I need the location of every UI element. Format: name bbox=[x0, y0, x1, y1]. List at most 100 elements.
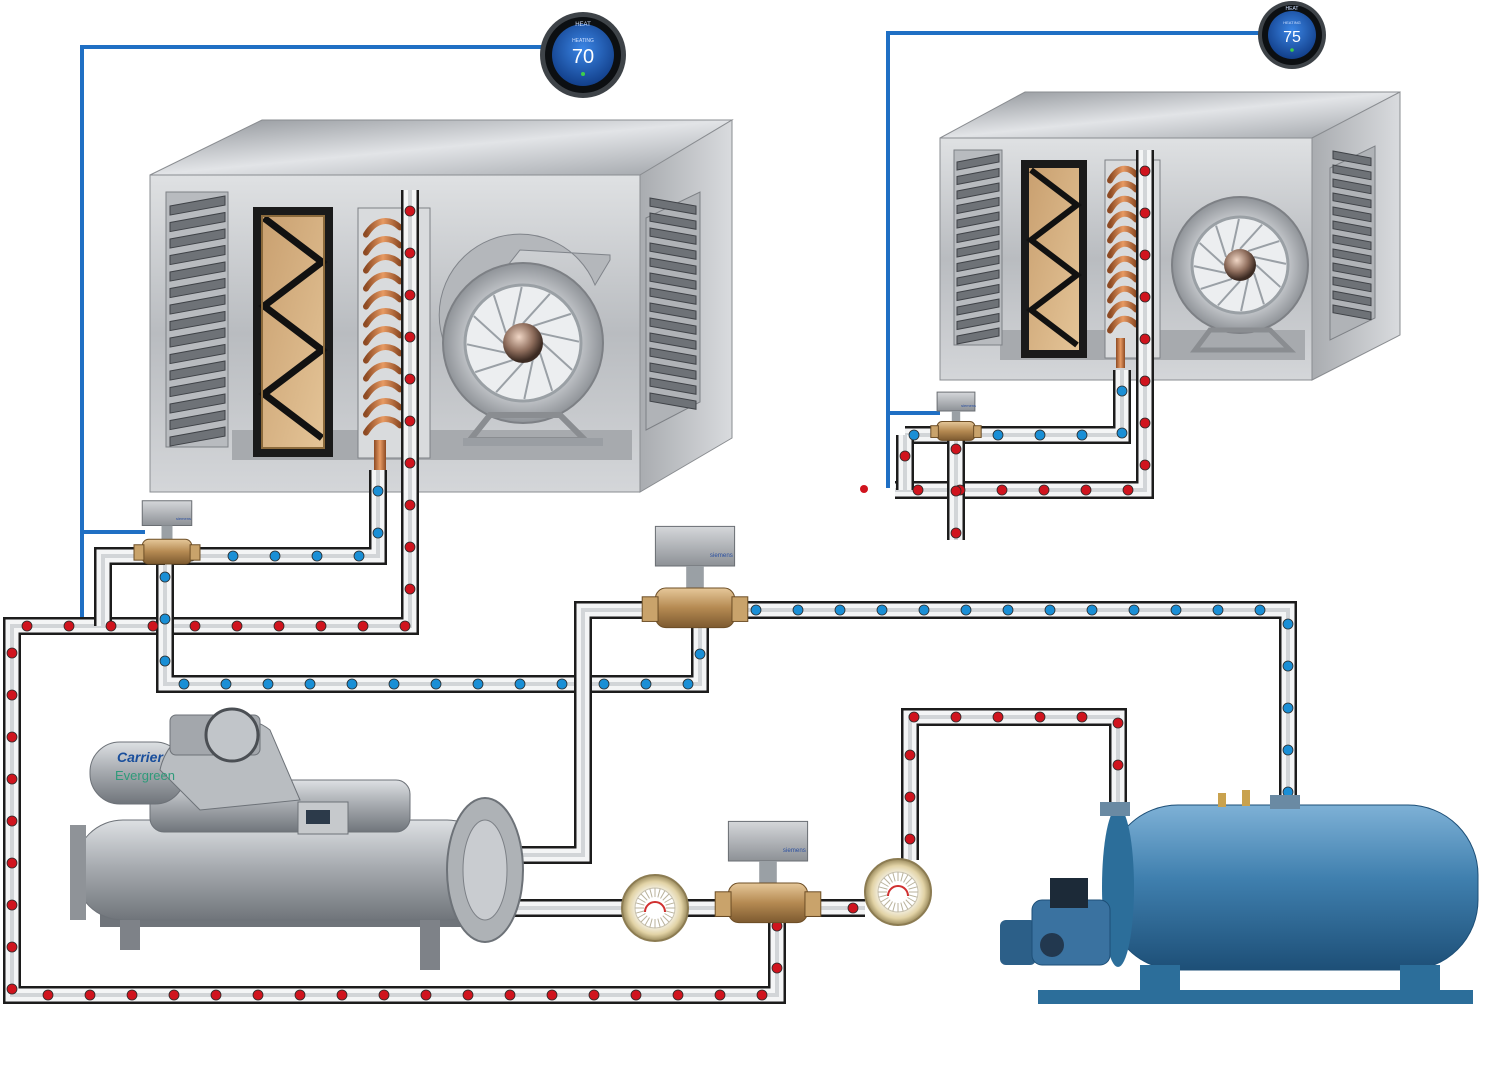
flow-dot-hot bbox=[672, 989, 684, 1001]
flow-indicators bbox=[6, 165, 1294, 1001]
pump-impeller-vane bbox=[908, 886, 918, 890]
ahu1-exhaust-louvers bbox=[645, 191, 701, 431]
thermostat-2-sub: HEATING bbox=[1283, 20, 1300, 25]
valve-ahu2[interactable]: siemens bbox=[930, 391, 982, 441]
pipe-ahu1-valve-bypass-outline bbox=[94, 547, 165, 626]
coil-turn bbox=[363, 236, 403, 256]
pump-chilled bbox=[621, 874, 689, 942]
pump-impeller-vane bbox=[649, 888, 653, 898]
flow-dot-hot bbox=[231, 620, 243, 632]
pump-impeller-vane bbox=[665, 910, 675, 914]
fan-blade bbox=[1255, 264, 1282, 288]
pipe-hot-main-loop-shade bbox=[10, 190, 779, 997]
flow-dot-hot bbox=[904, 791, 916, 803]
flow-dot-hot bbox=[1139, 333, 1151, 345]
flow-dot-hot bbox=[1034, 711, 1046, 723]
flow-dot-cold bbox=[311, 550, 323, 562]
pipe-chilled-supply-header bbox=[693, 603, 1295, 800]
flow-dot-hot bbox=[42, 989, 54, 1001]
chiller: Carrier Evergreen bbox=[70, 707, 524, 970]
pump-impeller-vane bbox=[892, 902, 896, 912]
louver-slat bbox=[956, 182, 1000, 200]
flow-dot-cold bbox=[262, 678, 274, 690]
fan-blade bbox=[532, 312, 572, 327]
pipe-hot-rise-to-boiler-shade bbox=[908, 715, 1120, 860]
louver-slat bbox=[649, 302, 697, 320]
flow-dot-hot bbox=[252, 989, 264, 1001]
flow-dot-hot bbox=[404, 583, 416, 595]
pump-impeller-vane bbox=[878, 894, 888, 898]
flow-dot-hot bbox=[847, 902, 859, 914]
pump-impeller-vane bbox=[664, 897, 673, 903]
coil-turn bbox=[363, 398, 403, 418]
flow-dot-hot bbox=[1112, 759, 1124, 771]
control-valves: siemens siemens siemens siemens bbox=[133, 391, 982, 924]
piping-network bbox=[3, 150, 1297, 1004]
flow-dot-hot bbox=[1139, 459, 1151, 471]
flow-dot-hot bbox=[357, 620, 369, 632]
flow-dot-hot bbox=[6, 815, 18, 827]
louver-slat bbox=[649, 197, 697, 215]
boiler-burner bbox=[1000, 878, 1111, 966]
valve-chilled-main[interactable]: siemens bbox=[641, 525, 749, 629]
thermostat-1[interactable]: HEAT HEATING 70 bbox=[540, 12, 626, 98]
pump-impeller-vane bbox=[880, 881, 889, 887]
flow-dot-hot bbox=[21, 620, 33, 632]
air-handler-2 bbox=[939, 91, 1401, 381]
coil-turn bbox=[1107, 300, 1139, 319]
louver-slat bbox=[1332, 290, 1372, 307]
valve-ahu1-body bbox=[141, 538, 193, 565]
coil-turn bbox=[363, 308, 403, 328]
louver-slat bbox=[169, 327, 226, 348]
coil-turn bbox=[363, 344, 403, 364]
thermostat-2[interactable]: HEAT HEATING 75 bbox=[1258, 1, 1326, 69]
valve-chilled-main-brand: siemens bbox=[710, 552, 733, 559]
flow-dot-hot bbox=[6, 941, 18, 953]
flow-dot-hot bbox=[399, 620, 411, 632]
flow-dot-hot bbox=[105, 620, 117, 632]
pump-impeller-vane bbox=[900, 872, 904, 882]
ahu2-supply-fan bbox=[1171, 196, 1309, 353]
louver-slat bbox=[169, 343, 226, 365]
pump-impeller-vane bbox=[637, 897, 646, 903]
flow-dot-cold bbox=[178, 678, 190, 690]
flow-dot-hot bbox=[1139, 207, 1151, 219]
louver-slat bbox=[956, 153, 1000, 171]
louver-slat bbox=[956, 211, 1000, 229]
coil-turn bbox=[1107, 255, 1139, 274]
valve-pump-line[interactable]: siemens bbox=[714, 820, 822, 924]
valve-ahu1-inlet bbox=[133, 544, 145, 561]
valve-chilled-main-inlet bbox=[641, 596, 659, 622]
valve-pump-line-brand: siemens bbox=[783, 847, 806, 854]
louver-slat bbox=[649, 392, 697, 410]
valve-chilled-main-body bbox=[654, 587, 736, 629]
pump-impeller-vane bbox=[878, 886, 888, 890]
louver-slat bbox=[1332, 304, 1372, 321]
louver-slat bbox=[649, 332, 697, 350]
fan-blade bbox=[1252, 272, 1265, 305]
louver-slat bbox=[649, 212, 697, 230]
flow-dot-cold bbox=[372, 485, 384, 497]
ahu2-exhaust-louvers bbox=[1329, 145, 1376, 341]
fan-blade bbox=[1239, 223, 1263, 250]
pump-impeller-vane bbox=[905, 899, 913, 907]
flow-dot-cold bbox=[304, 678, 316, 690]
flow-dot-hot bbox=[1122, 484, 1134, 496]
pump-impeller-vane bbox=[903, 901, 909, 910]
flow-dot-hot bbox=[404, 415, 416, 427]
valve-ahu2-outlet bbox=[973, 425, 982, 438]
thermostat-1-mode: HEAT bbox=[575, 22, 591, 28]
fan-blade bbox=[512, 286, 523, 327]
valve-ahu2-body bbox=[936, 421, 976, 441]
fan-blade bbox=[495, 361, 524, 393]
flow-dot-cold bbox=[1116, 427, 1128, 439]
flow-dot-hot bbox=[992, 711, 1004, 723]
louver-slat bbox=[169, 195, 226, 216]
pump-impeller-vane bbox=[637, 913, 646, 919]
valve-ahu1[interactable]: siemens bbox=[133, 500, 201, 565]
flow-dot-hot bbox=[404, 499, 416, 511]
louver-slat bbox=[956, 312, 1000, 331]
flow-dot-cold bbox=[353, 550, 365, 562]
flow-dot-hot bbox=[189, 620, 201, 632]
